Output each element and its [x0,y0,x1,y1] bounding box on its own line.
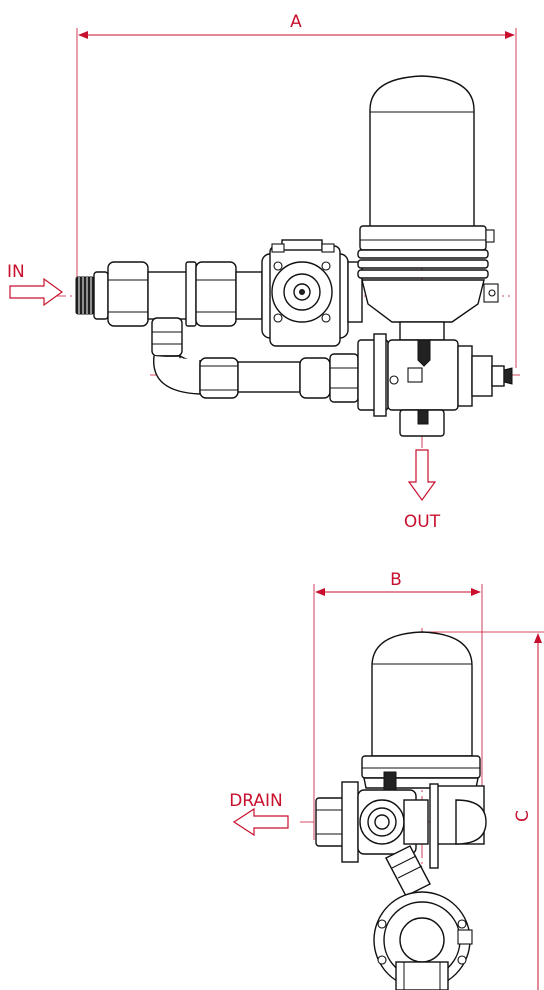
backflush-manifold [357,333,513,437]
dimension-b-label: B [390,570,402,590]
dimension-c: C [422,631,544,990]
side-filter-housing [361,631,487,845]
inlet-pipe-assembly [75,261,263,327]
drain-arrow: DRAIN [229,791,289,837]
outlet-pipe-assembly [151,317,359,403]
side-valve-block [315,771,439,869]
outlet-arrow: OUT [404,449,441,532]
inlet-arrow: IN [7,262,64,307]
dimension-a-label: A [290,12,302,32]
outlet-label: OUT [404,512,441,532]
filter-housing [357,75,499,341]
inlet-label: IN [7,262,25,282]
side-view: B C DRAIN [229,570,544,990]
drain-label: DRAIN [229,791,283,811]
dimension-a: A [76,12,517,368]
side-lower-valve [373,845,473,990]
hydraulic-valve [261,239,363,347]
dimension-c-label: C [513,810,533,822]
top-view: A IN OUT [7,12,520,532]
